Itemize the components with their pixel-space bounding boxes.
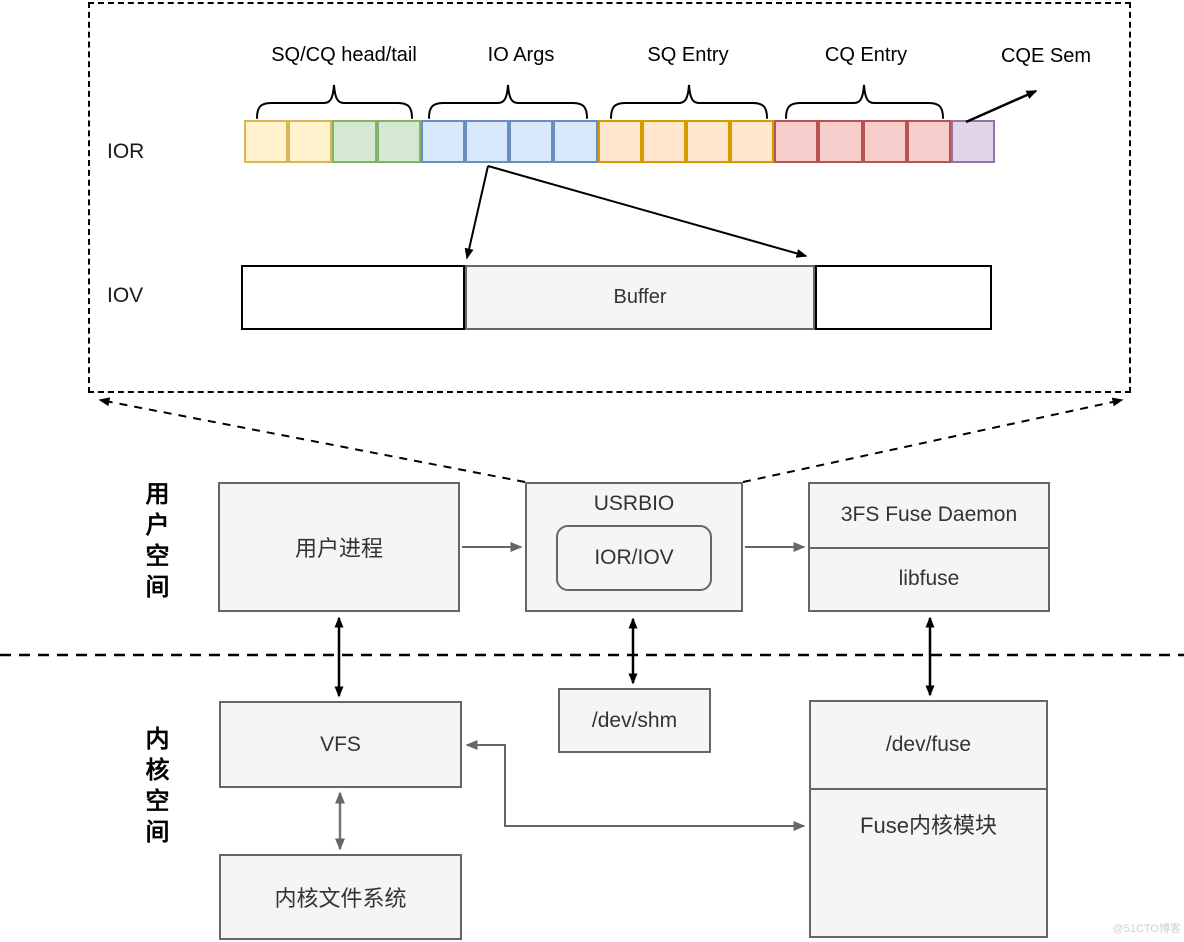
ior-iov-box: IOR/IOV: [556, 525, 712, 591]
label-cqe-sem: CQE Sem: [1000, 45, 1092, 67]
ior-cell-blue: [509, 120, 554, 163]
label-sq-cq-head-tail: SQ/CQ head/tail: [271, 44, 417, 66]
ior-row-label: IOR: [107, 140, 145, 163]
iov-segment-buffer: Buffer: [465, 265, 815, 330]
detail-panel-dashed-box: [88, 2, 1131, 393]
fuse-kernel-module-section: Fuse内核模块 队列: [811, 787, 1046, 936]
ior-cell-blue: [553, 120, 598, 163]
ior-cell-orange: [730, 120, 775, 163]
iov-row-label: IOV: [107, 284, 144, 307]
vfs-fuse-module-elbow-arrow: [465, 740, 806, 831]
dev-fuse-fuse-module-box: /dev/fuse Fuse内核模块 队列: [809, 700, 1048, 938]
fuse-daemon-label: 3FS Fuse Daemon: [840, 503, 1018, 527]
ior-cell-red: [774, 120, 819, 163]
label-cq-entry: CQ Entry: [824, 44, 908, 66]
fuse-daemon-box: 3FS Fuse Daemon libfuse: [808, 482, 1050, 612]
zoom-connector-right: [742, 397, 1124, 483]
fuse-kernel-module-label: Fuse内核模块: [860, 812, 997, 838]
kernel-space-label: 内核空间: [141, 726, 168, 850]
zoom-connector-left: [98, 397, 526, 483]
ior-cell-blue: [420, 120, 465, 163]
ior-cell-blue: [464, 120, 510, 163]
ior-cell-purple: [951, 120, 996, 163]
vfs-box: VFS: [219, 701, 462, 788]
kernel-filesystem-box: 内核文件系统: [219, 854, 462, 940]
usrbio-label: USRBIO: [593, 492, 675, 515]
dev-shm-label: /dev/shm: [591, 708, 678, 732]
ior-cell-red: [818, 120, 863, 163]
buffer-label: Buffer: [613, 286, 667, 308]
dev-fuse-label: /dev/fuse: [885, 732, 972, 756]
dev-shm-box: /dev/shm: [558, 688, 711, 753]
user-space-label: 用户空间: [141, 481, 168, 605]
kernel-filesystem-label: 内核文件系统: [274, 886, 407, 911]
ior-cell-orange: [597, 120, 642, 163]
ior-cell-yellow: [244, 120, 289, 163]
ior-iov-label: IOR/IOV: [594, 546, 674, 569]
vfs-label: VFS: [320, 732, 361, 756]
ior-cells: [244, 120, 996, 163]
libfuse-label: libfuse: [810, 546, 1048, 610]
ior-cell-red: [862, 120, 907, 163]
label-io-args: IO Args: [487, 44, 555, 66]
ior-cell-yellow: [288, 120, 333, 163]
label-sq-entry: SQ Entry: [647, 44, 729, 66]
ior-cell-green: [376, 120, 421, 163]
iov-segment-left: [241, 265, 465, 330]
ior-cell-orange: [641, 120, 686, 163]
ior-cell-orange: [685, 120, 731, 163]
user-process-label: 用户进程: [294, 536, 383, 561]
iov-segment-right: [815, 265, 992, 330]
ior-cell-green: [332, 120, 377, 163]
ior-cell-red: [906, 120, 951, 163]
usrbio-box: USRBIO IOR/IOV: [525, 482, 743, 612]
watermark: @51CTO博客: [1112, 923, 1181, 935]
user-process-box: 用户进程: [218, 482, 460, 612]
